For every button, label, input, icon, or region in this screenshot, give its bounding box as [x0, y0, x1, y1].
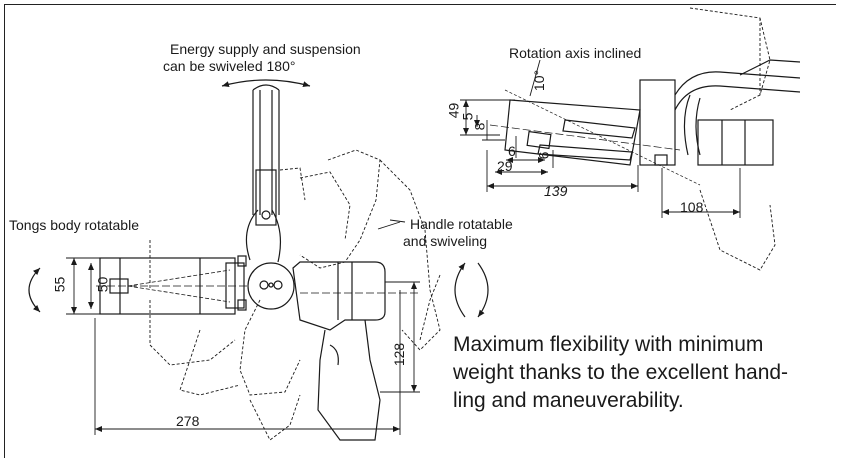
tongs-body	[96, 255, 250, 315]
description-line2: weight thanks to the excellent hand-	[453, 361, 789, 384]
right-ghost-outlines	[689, 7, 776, 271]
handle-label-line2: and swiveling	[403, 233, 488, 249]
left-view-drawing	[28, 79, 489, 441]
right-rotation-arrow-2	[477, 262, 489, 318]
suspension-rods	[245, 84, 282, 263]
dimension-55: 55	[51, 276, 68, 293]
dimension-128: 128	[391, 342, 408, 367]
right-joint-and-handle	[639, 59, 801, 166]
dimension-29: 29	[497, 158, 513, 174]
right-view-drawing	[389, 7, 801, 271]
handle-label-line1: Handle rotatable	[410, 216, 513, 232]
energy-supply-label-line2: can be swiveled 180°	[163, 58, 296, 74]
dimension-50: 50	[94, 276, 111, 293]
right-rotation-arrow	[454, 262, 466, 318]
joint-disc	[247, 262, 295, 310]
swivel-arrow	[221, 79, 311, 88]
figure-frame	[4, 4, 836, 458]
rotation-axis-label: Rotation axis inclined	[509, 45, 642, 61]
rotation-ghost-outlines	[149, 149, 441, 441]
dimension-5: 5	[459, 112, 476, 121]
description-line1: Maximum flexibility with minimum	[453, 333, 764, 356]
left-rotation-arrow	[28, 267, 41, 313]
dimension-278: 278	[176, 413, 200, 429]
dimension-139: 139	[544, 183, 568, 199]
dimension-108: 108	[680, 199, 704, 215]
dimension-lines-right	[389, 59, 741, 223]
dimension-10-degrees: 10°	[531, 69, 548, 92]
tongs-body-label: Tongs body rotatable	[9, 217, 139, 233]
dimension-8: 8	[471, 122, 488, 131]
description-line3: ling and maneuverability.	[453, 389, 684, 412]
energy-supply-label-line1: Energy supply and suspension	[170, 41, 361, 57]
right-tongs	[489, 89, 701, 186]
dimension-lines-left	[66, 221, 420, 435]
dimension-6-horizontal: 6	[508, 143, 516, 159]
dimension-6-vertical: 6	[535, 151, 552, 160]
